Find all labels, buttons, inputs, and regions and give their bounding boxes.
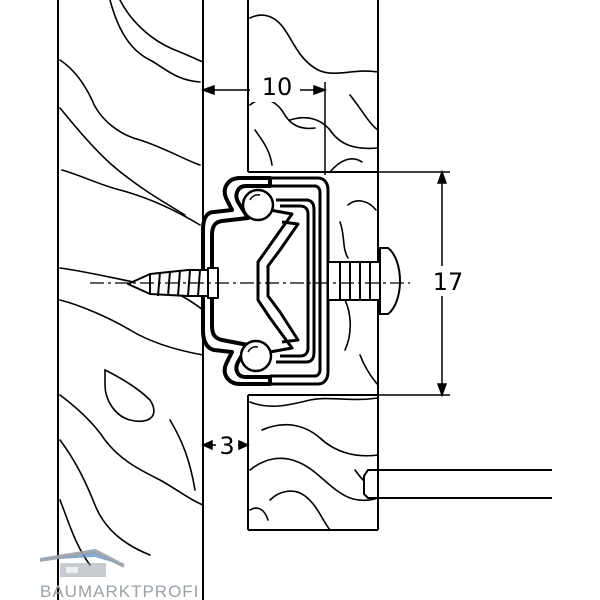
dimension-label-height: 17 [433, 268, 464, 296]
dimension-label-top-width: 10 [262, 73, 293, 101]
slide-outer-rail [201, 176, 272, 386]
ball-bearing-top [241, 188, 275, 222]
ball-bearing-bottom [239, 339, 273, 373]
wood-grain-left [59, 0, 204, 566]
cabinet-side-panel [57, 0, 204, 600]
brand-name: BAUMARKTPROFI [40, 582, 199, 600]
machine-bolt [327, 247, 402, 315]
dimension-height [378, 169, 450, 398]
baumarktprofi-logo: BAUMARKTPROFI [39, 548, 199, 600]
dimension-label-gap: 3 [219, 432, 234, 460]
wood-grain-right-lower [249, 397, 379, 531]
drawer-bottom-board [363, 469, 552, 499]
ball-bearings [239, 188, 275, 373]
wood-screw [127, 267, 219, 299]
wood-grain-right-middle [339, 200, 379, 386]
